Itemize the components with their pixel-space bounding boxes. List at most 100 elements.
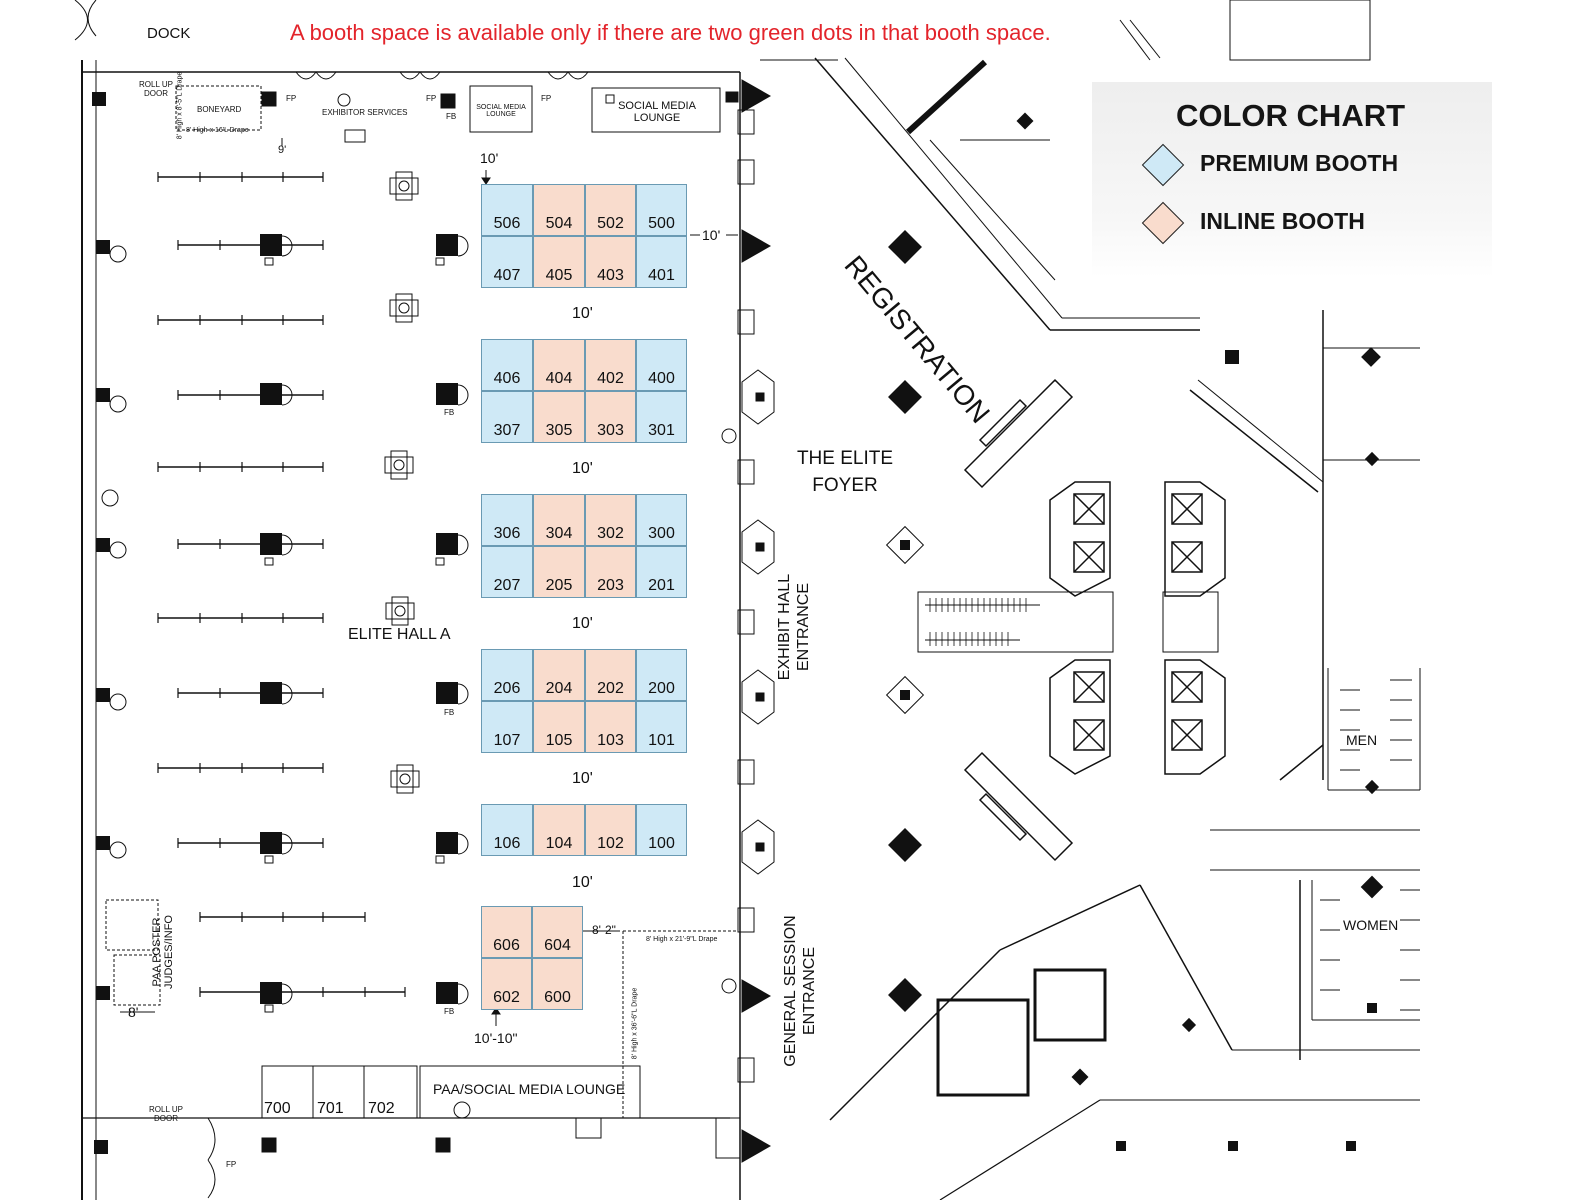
booth-600[interactable]: 600 [532, 958, 583, 1010]
premium-swatch-icon [1141, 143, 1185, 187]
legend-title: COLOR CHART [1176, 98, 1406, 133]
aisle-label: 10' [572, 305, 593, 322]
booth-number: 602 [493, 989, 520, 1006]
booth-number: 100 [648, 835, 675, 852]
hall-right-wall [721, 79, 775, 1163]
floor-boxes [384, 171, 420, 794]
booth-307[interactable]: 307 [481, 391, 533, 443]
booth-number: 101 [648, 732, 675, 749]
booth-100[interactable]: 100 [636, 804, 687, 856]
booth-200[interactable]: 200 [636, 649, 687, 701]
booth-300[interactable]: 300 [636, 494, 687, 546]
booth-101[interactable]: 101 [636, 701, 687, 753]
foyer-elevators [917, 481, 1226, 1097]
booth-number: 604 [544, 937, 571, 954]
right-ten-ft-dim: 10' [702, 227, 721, 243]
booth-302[interactable]: 302 [585, 494, 636, 546]
booth-number: 405 [545, 267, 573, 284]
booth-500[interactable]: 500 [636, 184, 687, 236]
booth-400[interactable]: 400 [636, 339, 687, 391]
booth-404[interactable]: 404 [533, 339, 585, 391]
drape-boneyard-v-label: 8' High x 8'-5"L Drape [176, 71, 184, 140]
drape-600-h-label: 8' High x 21'-9"L Drape [646, 936, 718, 943]
booth-504[interactable]: 504 [533, 184, 585, 236]
booth-number: 500 [648, 215, 675, 232]
booth-number: 104 [545, 835, 573, 852]
top-features [175, 71, 739, 143]
booth-number: 201 [648, 577, 675, 594]
pipe-drape-ticks [157, 172, 406, 997]
booth-number: 302 [597, 525, 624, 542]
booth-number: 406 [493, 370, 521, 387]
booth-402[interactable]: 402 [585, 339, 636, 391]
booth-number: 404 [545, 370, 573, 387]
women-restroom-label: WOMEN [1343, 917, 1399, 933]
booth-106[interactable]: 106 [481, 804, 533, 856]
foyer-architecture [760, 0, 1421, 1200]
fb-label-3: FB [444, 708, 455, 717]
booth-301[interactable]: 301 [636, 391, 687, 443]
booth-102[interactable]: 102 [585, 804, 636, 856]
foyer-counters [963, 378, 1074, 862]
booth-105[interactable]: 105 [533, 701, 585, 753]
fp-label-3: FP [541, 94, 552, 103]
booth-number: 401 [648, 267, 675, 284]
booth-700[interactable]: 700 [264, 1100, 291, 1117]
booth-506[interactable]: 506 [481, 184, 533, 236]
booth-403[interactable]: 403 [585, 236, 636, 288]
general-session-entrance-label: GENERAL SESSION ENTRANCE [782, 915, 818, 1067]
booth-602[interactable]: 602 [481, 958, 532, 1010]
booth-606[interactable]: 606 [481, 906, 532, 958]
booth-107[interactable]: 107 [481, 701, 533, 753]
booth-306[interactable]: 306 [481, 494, 533, 546]
booth-205[interactable]: 205 [533, 546, 585, 598]
booth-number: 600 [544, 989, 571, 1006]
booth-207[interactable]: 207 [481, 546, 533, 598]
booth-407[interactable]: 407 [481, 236, 533, 288]
ten-ten-dim: 10'-10" [474, 1030, 518, 1046]
legend-inline-label: INLINE BOOTH [1200, 208, 1365, 234]
booth-104[interactable]: 104 [533, 804, 585, 856]
dimension-arrows [120, 138, 738, 1026]
booth-number: 301 [648, 422, 675, 439]
booth-number: 204 [545, 680, 573, 697]
booth-number: 203 [597, 577, 624, 594]
booth-number: 105 [545, 732, 573, 749]
booth-502[interactable]: 502 [585, 184, 636, 236]
booth-103[interactable]: 103 [585, 701, 636, 753]
booth-number: 502 [597, 215, 624, 232]
booth-303[interactable]: 303 [585, 391, 636, 443]
booth-305[interactable]: 305 [533, 391, 585, 443]
bottom-structures [105, 899, 741, 1199]
booth-number: 205 [545, 577, 573, 594]
booth-203[interactable]: 203 [585, 546, 636, 598]
booth-702[interactable]: 702 [368, 1100, 395, 1117]
booth-401[interactable]: 401 [636, 236, 687, 288]
paa-poster-label: PAA POSTER JUDGES/INFO [151, 915, 175, 989]
booth-206[interactable]: 206 [481, 649, 533, 701]
booth-number: 107 [493, 732, 521, 749]
booth-number: 303 [597, 422, 624, 439]
availability-notice: A booth space is available only if there… [290, 20, 1051, 45]
booth-number: 102 [597, 835, 624, 852]
exhibit-hall-entrance-label: EXHIBIT HALL ENTRANCE [776, 573, 812, 681]
rollup-door-bottom-label: ROLL UP DOOR [149, 1105, 183, 1123]
inline-swatch-icon [1141, 201, 1185, 245]
eight-ft-dim: 8' [128, 1004, 139, 1020]
booth-201[interactable]: 201 [636, 546, 687, 598]
exhibitor-services-label: EXHIBITOR SERVICES [322, 108, 408, 117]
booth-204[interactable]: 204 [533, 649, 585, 701]
men-restroom-label: MEN [1346, 732, 1378, 748]
left-wall-fixtures [101, 245, 127, 859]
booth-number: 103 [597, 732, 624, 749]
booth-304[interactable]: 304 [533, 494, 585, 546]
booth-202[interactable]: 202 [585, 649, 636, 701]
booth-number: 403 [597, 267, 624, 284]
booth-406[interactable]: 406 [481, 339, 533, 391]
booth-701[interactable]: 701 [317, 1100, 344, 1117]
escalator-treads [929, 598, 1027, 646]
paa-lounge-label: PAA/SOCIAL MEDIA LOUNGE [433, 1081, 626, 1097]
booth-405[interactable]: 405 [533, 236, 585, 288]
booth-number: 200 [648, 680, 675, 697]
booth-604[interactable]: 604 [532, 906, 583, 958]
